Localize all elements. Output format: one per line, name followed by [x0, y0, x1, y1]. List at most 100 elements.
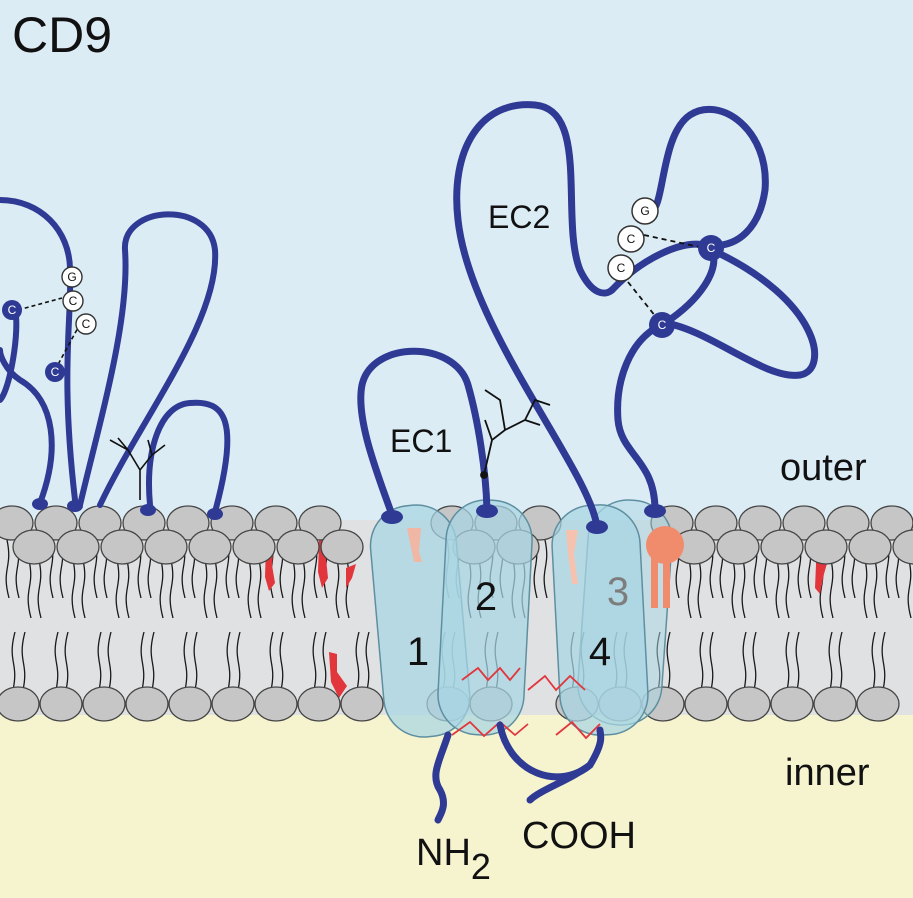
lipid-head — [0, 686, 40, 722]
lipid-head — [34, 505, 78, 541]
cysteine-label: C — [707, 241, 716, 255]
disulfide-bonds — [627, 234, 705, 323]
motif-residue-g: G — [640, 204, 649, 218]
palmitoyl-anchor — [566, 530, 578, 584]
lipid-tail — [169, 559, 174, 619]
neighbor-motif: C C G C C — [2, 266, 97, 382]
lipid-head — [56, 529, 100, 565]
lipid-head — [188, 529, 232, 565]
ec2-loop-left — [453, 101, 616, 531]
lipid-head — [144, 529, 188, 565]
lipid-head — [848, 529, 892, 565]
glycan-ec1 — [480, 389, 551, 479]
lipid-tail — [27, 559, 32, 619]
lipid-head — [716, 529, 760, 565]
lipid-tail — [829, 559, 834, 619]
helix-3-label: 3 — [607, 570, 629, 614]
lipid-tail — [741, 559, 746, 619]
lipid-tail — [140, 631, 145, 691]
cysteine-label: C — [51, 365, 60, 379]
lipid-tail — [5, 539, 10, 599]
lipid-tail — [54, 631, 59, 691]
helix-4-label: 4 — [589, 630, 611, 674]
lipid-tail — [775, 559, 780, 619]
lipid-tail — [795, 631, 800, 691]
nh-subscript: 2 — [471, 846, 491, 887]
lipid-head — [39, 686, 83, 722]
n-terminus-label: NH2 — [416, 832, 491, 887]
lipid-tail — [322, 631, 327, 691]
lipid-head — [276, 529, 320, 565]
cysteine-residues: C C — [649, 235, 724, 338]
lipid-tail — [785, 631, 790, 691]
lipid-head — [727, 686, 771, 722]
lipid-tail — [355, 631, 360, 691]
lipid-tail — [543, 539, 548, 599]
lipid-head — [782, 505, 826, 541]
cysteine-label: C — [8, 303, 17, 317]
lipid-head — [870, 505, 913, 541]
lipid-head — [12, 529, 56, 565]
ec1-label: EC1 — [390, 423, 452, 459]
ec1-loop — [357, 347, 491, 519]
ec2-loop-right — [655, 246, 819, 379]
cholesterol — [346, 564, 356, 588]
lipid-tail — [687, 559, 692, 619]
palmitoyl-tail — [651, 558, 658, 608]
cholesterol — [329, 652, 347, 698]
lipid-tail — [37, 559, 42, 619]
lipid-head — [232, 529, 276, 565]
lipid-tail — [150, 631, 155, 691]
lipid-tail — [828, 631, 833, 691]
lipid-tail — [11, 631, 16, 691]
lipid-tail — [115, 559, 120, 619]
cytoplasm — [0, 715, 913, 898]
transmembrane-helices — [369, 499, 673, 738]
lipid-head — [297, 686, 341, 722]
lipid-tail — [301, 559, 306, 619]
lipid-tail — [247, 559, 252, 619]
ec2-loop-return — [614, 321, 665, 514]
lipid-tail — [107, 631, 112, 691]
ec2-loop-top — [608, 106, 769, 294]
lipid-head — [826, 505, 870, 541]
lipid-tail — [699, 631, 704, 691]
lipid-tail — [785, 559, 790, 619]
cd9-chain — [357, 101, 819, 824]
palmitoylation-linkers — [451, 666, 601, 740]
lipid-head — [770, 686, 814, 722]
lipid-tail — [125, 559, 130, 619]
lipid-head — [320, 529, 364, 565]
lipid-head — [254, 505, 298, 541]
lipid-tail — [64, 631, 69, 691]
helix-2 — [437, 499, 533, 736]
helix-4 — [551, 504, 649, 736]
lipid-tail — [312, 631, 317, 691]
lipid-head — [804, 529, 848, 565]
lipid-tail — [71, 559, 76, 619]
motif-residue-c: C — [617, 261, 626, 275]
lipid-tail — [21, 631, 26, 691]
helix-2-label: 2 — [475, 575, 497, 619]
gcc-motif: G C C — [607, 197, 659, 282]
lipid-tail — [203, 559, 208, 619]
lipid-tail — [236, 631, 241, 691]
lipid-tail — [345, 559, 350, 619]
lipid-head — [168, 686, 212, 722]
nh-text: NH — [416, 832, 471, 874]
motif-residue-c: C — [82, 317, 91, 331]
lipid-head — [694, 505, 738, 541]
palmitoyl-anchor — [407, 528, 422, 562]
lipid-head — [211, 686, 255, 722]
lipid-tail — [159, 559, 164, 619]
lipid-tail — [193, 631, 198, 691]
lipid-tail — [226, 631, 231, 691]
lipid-tail — [81, 559, 86, 619]
outer-label: outer — [780, 447, 867, 489]
lipid-head — [166, 505, 210, 541]
c-terminus-label: COOH — [522, 815, 636, 857]
lipid-tail — [838, 631, 843, 691]
lipid-head — [738, 505, 782, 541]
